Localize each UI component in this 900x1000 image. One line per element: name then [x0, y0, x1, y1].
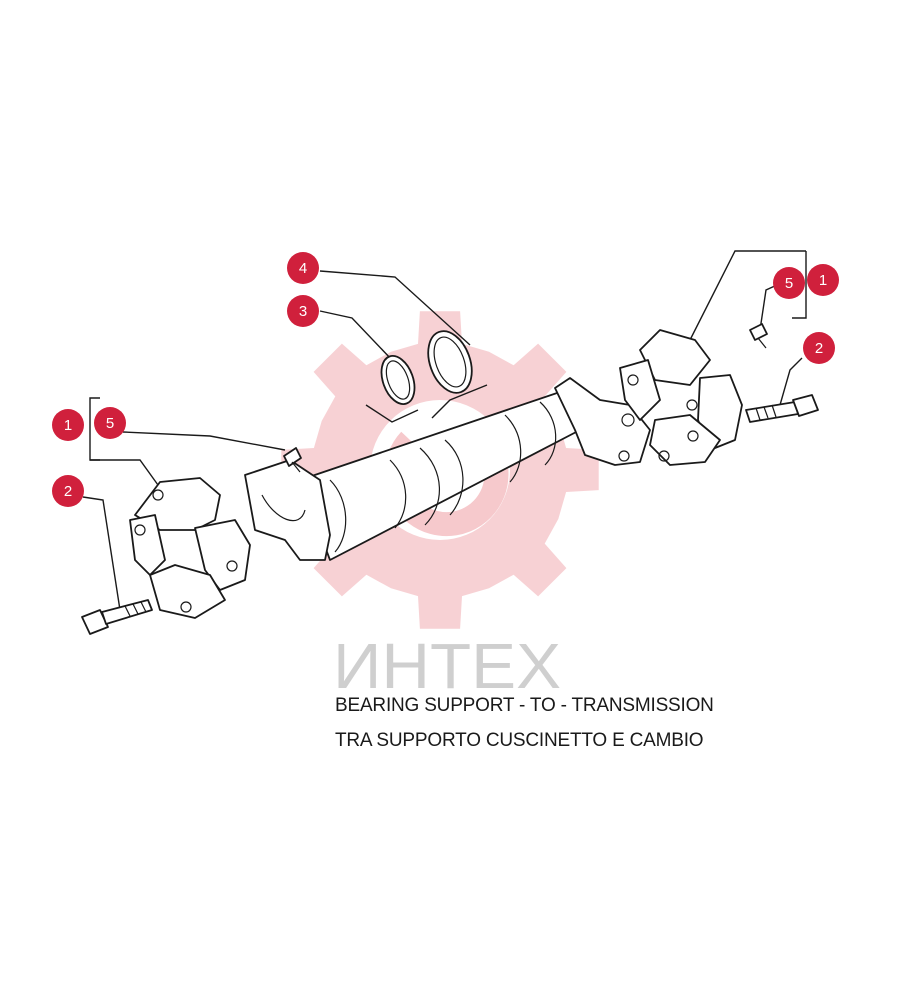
callout-2-left: 2 [52, 475, 84, 507]
svg-text:3: 3 [299, 303, 307, 320]
callout-2-right: 2 [803, 332, 835, 364]
callout-5-left: 5 [94, 407, 126, 439]
svg-text:5: 5 [106, 415, 114, 432]
drive-shaft [244, 377, 651, 561]
callout-1-right: 1 [807, 264, 839, 296]
callout-4: 4 [287, 252, 319, 284]
callout-3: 3 [287, 295, 319, 327]
left-universal-joint [129, 477, 251, 619]
caption-line-italian: TRA SUPPORTO CUSCINETTO E CAMBIO [335, 730, 704, 751]
leader-lines [82, 250, 807, 611]
shaft-left-yoke [244, 459, 331, 561]
svg-text:2: 2 [64, 483, 72, 500]
svg-text:1: 1 [819, 272, 827, 289]
svg-text:1: 1 [64, 417, 72, 434]
caption-line-english: BEARING SUPPORT - TO - TRANSMISSION [335, 695, 714, 716]
svg-text:4: 4 [299, 260, 307, 277]
ring-3 [380, 355, 416, 405]
ring-4 [427, 330, 473, 394]
grease-fitting-left [283, 447, 302, 473]
bolt-right [745, 394, 819, 423]
bolt-left [81, 599, 153, 635]
grease-fitting-right [749, 323, 768, 349]
svg-text:2: 2 [815, 340, 823, 357]
svg-text:5: 5 [785, 275, 793, 292]
right-universal-joint [619, 329, 743, 466]
callout-5-right: 5 [773, 267, 805, 299]
callout-1-left: 1 [52, 409, 84, 441]
watermark-text: ИНТЕХ [333, 630, 561, 702]
shaft-right-yoke [554, 377, 651, 466]
